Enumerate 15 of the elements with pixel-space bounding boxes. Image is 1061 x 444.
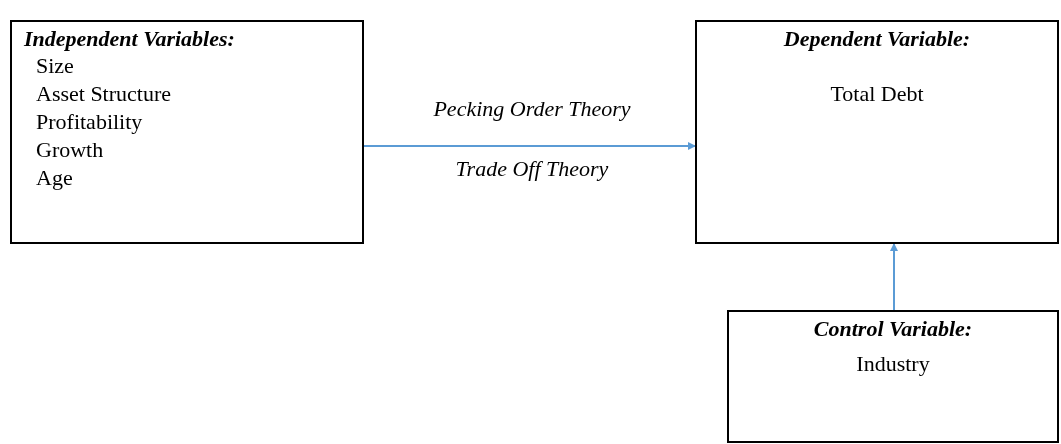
variable-box (695, 20, 1059, 244)
variable-name: Industry (855, 350, 931, 378)
box-heading: Dependent Variable: (782, 26, 972, 52)
box-heading: Control Variable: (812, 316, 974, 342)
variable-name: Profitability (35, 108, 144, 136)
variable-box (10, 20, 364, 244)
arrow (890, 243, 898, 311)
box-heading: Independent Variables: (24, 26, 236, 52)
variable-name: Age (35, 164, 74, 192)
variable-box (727, 310, 1059, 443)
variable-name: Size (35, 52, 75, 80)
variable-name: Growth (35, 136, 105, 164)
arrow (363, 142, 696, 150)
variable-name: Asset Structure (35, 80, 173, 108)
variable-name: Total Debt (829, 80, 925, 108)
